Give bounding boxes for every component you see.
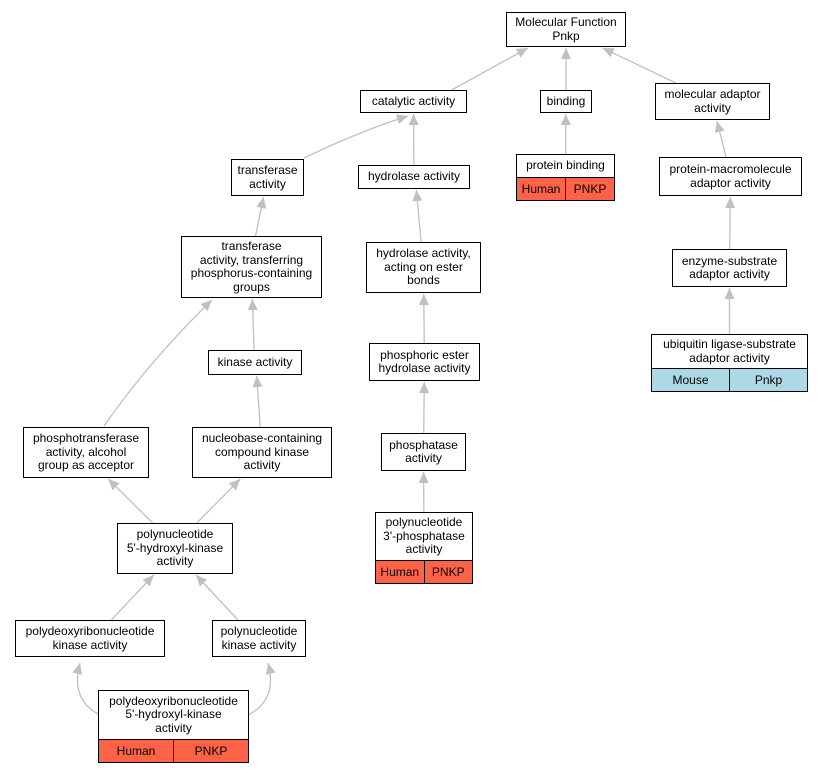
node-nucleobase-compound-kinase-activity[interactable]: nucleobase-containing compound kinase ac… [192, 427, 332, 478]
edge-arrowhead [266, 663, 276, 675]
node-polynucleotide-5-hydroxyl-kinase[interactable]: polynucleotide 5'-hydroxyl-kinase activi… [117, 523, 233, 574]
node-label: polynucleotide 3'-phosphatase activity [383, 515, 465, 557]
node-hydrolase-activity[interactable]: hydrolase activity [358, 165, 470, 189]
node-label: hydrolase activity, acting on ester bond… [376, 246, 471, 288]
node-hydrolase-ester-bonds[interactable]: hydrolase activity, acting on ester bond… [366, 242, 481, 293]
node-polynucleotide-3-phosphatase[interactable]: polynucleotide 3'-phosphatase activity H… [375, 512, 473, 584]
node-label: binding [546, 93, 586, 108]
node-kinase-activity[interactable]: kinase activity [208, 350, 302, 375]
node-binding[interactable]: binding [540, 90, 592, 113]
node-polydeoxyribonucleotide-5-hydroxyl-kinase[interactable]: polydeoxyribonucleotide 5'-hydroxyl-kina… [98, 690, 249, 763]
annotation-row: Mouse Pnkp [652, 368, 807, 391]
edge-arrowhead [252, 376, 263, 388]
node-label: hydrolase activity [367, 169, 461, 184]
node-label: transferase activity, transferring phosp… [190, 239, 313, 294]
node-protein-binding[interactable]: protein binding Human PNKP [516, 154, 615, 201]
node-transferase-phosphorus-groups[interactable]: transferase activity, transferring phosp… [181, 236, 322, 298]
edge-adaptor-to-root [602, 47, 677, 84]
species-tag: Human [517, 178, 565, 200]
edge-arrowhead [419, 382, 430, 394]
node-label: polynucleotide 5'-hydroxyl-kinase activi… [126, 527, 224, 569]
node-catalytic-activity[interactable]: catalytic activity [360, 90, 467, 113]
edge-arrowhead [247, 299, 258, 311]
edge-catalytic-to-root [451, 47, 529, 91]
node-polynucleotide-kinase[interactable]: polynucleotide kinase activity [212, 620, 306, 657]
edge-arrowhead [408, 114, 419, 126]
node-phosphoric-ester-hydrolase-activity[interactable]: phosphoric ester hydrolase activity [369, 343, 480, 381]
edge-arrowhead [418, 472, 429, 484]
gene-tag: PNKP [173, 740, 248, 762]
node-transferase-activity[interactable]: transferase activity [231, 159, 304, 196]
node-phosphatase-activity[interactable]: phosphatase activity [381, 433, 466, 471]
annotation-row: Human PNKP [99, 739, 248, 762]
node-phosphotransferase-alcohol-acceptor[interactable]: phosphotransferase activity, alcohol gro… [23, 427, 149, 478]
node-label: phosphatase activity [389, 437, 458, 465]
gene-tag: Pnkp [729, 369, 807, 391]
gene-tag: PNKP [565, 178, 614, 200]
edge-arrowhead [602, 48, 615, 58]
species-tag: Human [376, 561, 424, 583]
edge-arrowhead [714, 121, 725, 133]
edge-arrowhead [560, 114, 571, 126]
edge-arrowhead [561, 48, 571, 59]
edge-arrowhead [256, 197, 267, 209]
edge-arrowhead [725, 197, 736, 209]
species-tag: Mouse [652, 369, 729, 391]
node-protein-macromolecule-adaptor-activity[interactable]: protein-macromolecule adaptor activity [659, 157, 802, 196]
node-molecular-function[interactable]: Molecular Function Pnkp [506, 12, 626, 47]
node-label: catalytic activity [371, 93, 456, 108]
node-label: nucleobase-containing compound kinase ac… [201, 431, 323, 473]
edge-arrowhead [396, 114, 408, 125]
edge-arrowhead [418, 294, 429, 306]
node-label: phosphotransferase activity, alcohol gro… [32, 431, 140, 473]
node-label: protein-macromolecule adaptor activity [669, 162, 792, 190]
node-label: protein binding [526, 158, 605, 173]
gene-tag: PNKP [423, 561, 472, 583]
node-ubiquitin-ligase-substrate-adaptor[interactable]: ubiquitin ligase-substrate adaptor activ… [651, 334, 808, 392]
node-label: transferase activity [237, 163, 298, 191]
edge-arrowhead [72, 663, 82, 675]
edge-transferase-to-catalytic [303, 115, 409, 159]
node-label: polynucleotide kinase activity [220, 624, 298, 652]
edge-arrowhead [196, 575, 208, 587]
edge-arrowhead [412, 190, 423, 202]
edge-arrowhead [142, 575, 154, 587]
annotation-row: Human PNKP [376, 560, 472, 583]
edge-arrowhead [228, 479, 241, 491]
node-label: phosphoric ester hydrolase activity [378, 347, 471, 375]
edge-arrowhead [515, 48, 528, 58]
edge-phosphotransferase-to-transferase_p [103, 299, 213, 427]
node-label: kinase activity [217, 354, 293, 369]
node-polydeoxyribonucleotide-kinase[interactable]: polydeoxyribonucleotide kinase activity [15, 620, 165, 657]
annotation-row: Human PNKP [517, 177, 614, 200]
node-label: polydeoxyribonucleotide 5'-hydroxyl-kina… [109, 693, 238, 735]
node-enzyme-substrate-adaptor-activity[interactable]: enzyme-substrate adaptor activity [672, 249, 787, 287]
species-tag: Human [99, 740, 173, 762]
node-molecular-adaptor-activity[interactable]: molecular adaptor activity [655, 83, 770, 120]
node-label: molecular adaptor activity [664, 87, 761, 115]
node-label: Molecular Function Pnkp [515, 15, 617, 43]
edge-arrowhead [724, 288, 735, 299]
edge-arrowhead [200, 300, 212, 312]
node-label: enzyme-substrate adaptor activity [681, 253, 778, 281]
node-label: polydeoxyribonucleotide kinase activity [25, 624, 155, 652]
edge-arrowhead [108, 479, 120, 491]
node-label: ubiquitin ligase-substrate adaptor activ… [663, 337, 796, 365]
